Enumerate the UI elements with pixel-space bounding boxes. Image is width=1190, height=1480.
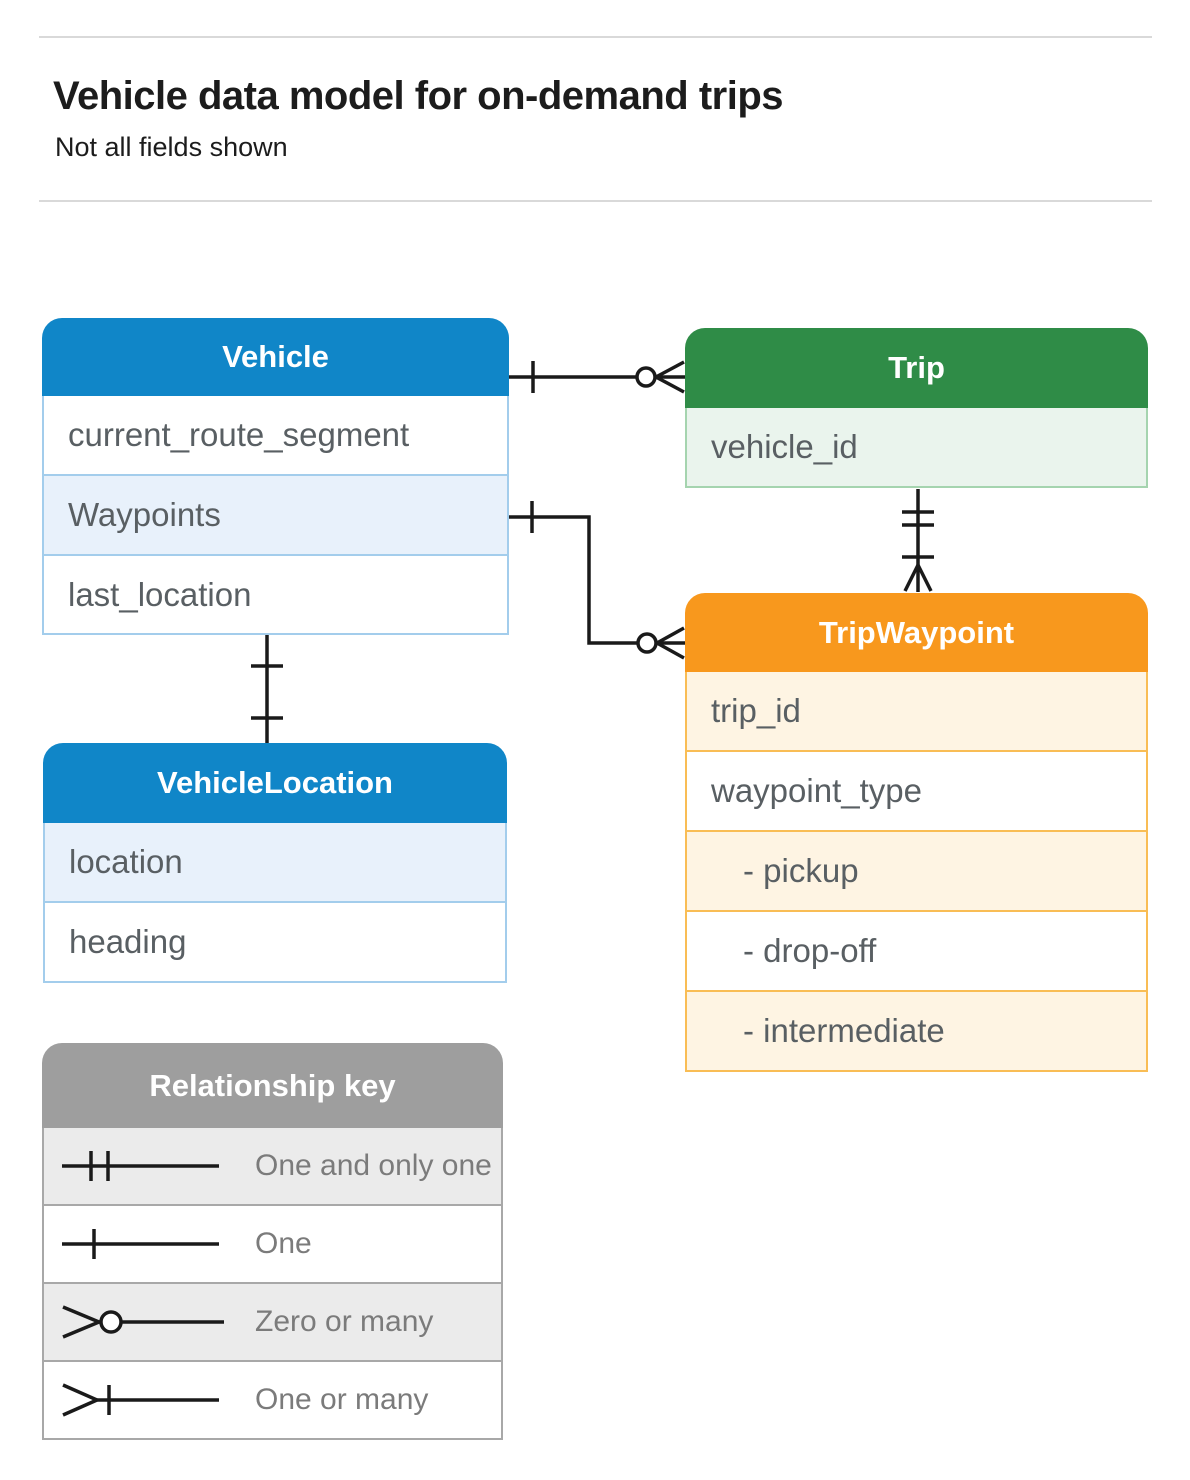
entity-trip-waypoint-body: trip_id waypoint_type - pickup - drop-of… [685, 672, 1148, 1072]
field-heading: heading [43, 903, 507, 983]
entity-trip-waypoint-title: TripWaypoint [685, 593, 1148, 672]
legend-label: One or many [255, 1383, 429, 1416]
field-vehicle-id: vehicle_id [685, 408, 1148, 488]
entity-vehicle: Vehicle current_route_segment Waypoints … [42, 318, 509, 635]
legend-item-one: One [42, 1206, 503, 1284]
field-pickup: - pickup [685, 832, 1148, 912]
zero-or-many-icon [62, 1305, 224, 1339]
legend-item-zero-or-many: Zero or many [42, 1284, 503, 1362]
field-intermediate: - intermediate [685, 992, 1148, 1072]
entity-vehicle-location-body: location heading [43, 823, 507, 983]
divider-bottom [39, 200, 1152, 202]
field-last-location: last_location [42, 556, 509, 635]
entity-trip: Trip vehicle_id [685, 328, 1148, 488]
legend-label: Zero or many [255, 1305, 434, 1338]
field-waypoints: Waypoints [42, 476, 509, 556]
entity-trip-title: Trip [685, 328, 1148, 408]
one-icon [62, 1229, 219, 1259]
connector-vehicle-trip [509, 360, 685, 394]
field-trip-id: trip_id [685, 672, 1148, 752]
entity-vehicle-body: current_route_segment Waypoints last_loc… [42, 396, 509, 635]
connector-vehicle-vehiclelocation [251, 635, 283, 743]
legend-label: One and only one [255, 1149, 492, 1182]
connector-waypoints-tripwaypoint [509, 501, 685, 660]
page-subtitle: Not all fields shown [55, 132, 288, 162]
relationship-key-body: One and only one One [42, 1128, 503, 1440]
one-and-only-one-icon [62, 1151, 219, 1181]
legend-label: One [255, 1227, 312, 1260]
legend-item-one-or-many: One or many [42, 1362, 503, 1440]
entity-vehicle-location-title: VehicleLocation [43, 743, 507, 823]
one-or-many-icon [62, 1383, 219, 1417]
entity-trip-body: vehicle_id [685, 408, 1148, 488]
field-waypoint-type: waypoint_type [685, 752, 1148, 832]
field-drop-off: - drop-off [685, 912, 1148, 992]
page-title: Vehicle data model for on-demand trips [53, 74, 784, 118]
entity-vehicle-location: VehicleLocation location heading [43, 743, 507, 983]
legend-item-one-and-only-one: One and only one [42, 1128, 503, 1206]
relationship-key: Relationship key One and only one [42, 1043, 503, 1440]
divider-top [39, 36, 1152, 38]
connector-trip-tripwaypoint [902, 489, 934, 592]
field-current-route-segment: current_route_segment [42, 396, 509, 476]
relationship-key-title: Relationship key [42, 1043, 503, 1128]
entity-vehicle-title: Vehicle [42, 318, 509, 396]
entity-trip-waypoint: TripWaypoint trip_id waypoint_type - pic… [685, 593, 1148, 1072]
field-location: location [43, 823, 507, 903]
